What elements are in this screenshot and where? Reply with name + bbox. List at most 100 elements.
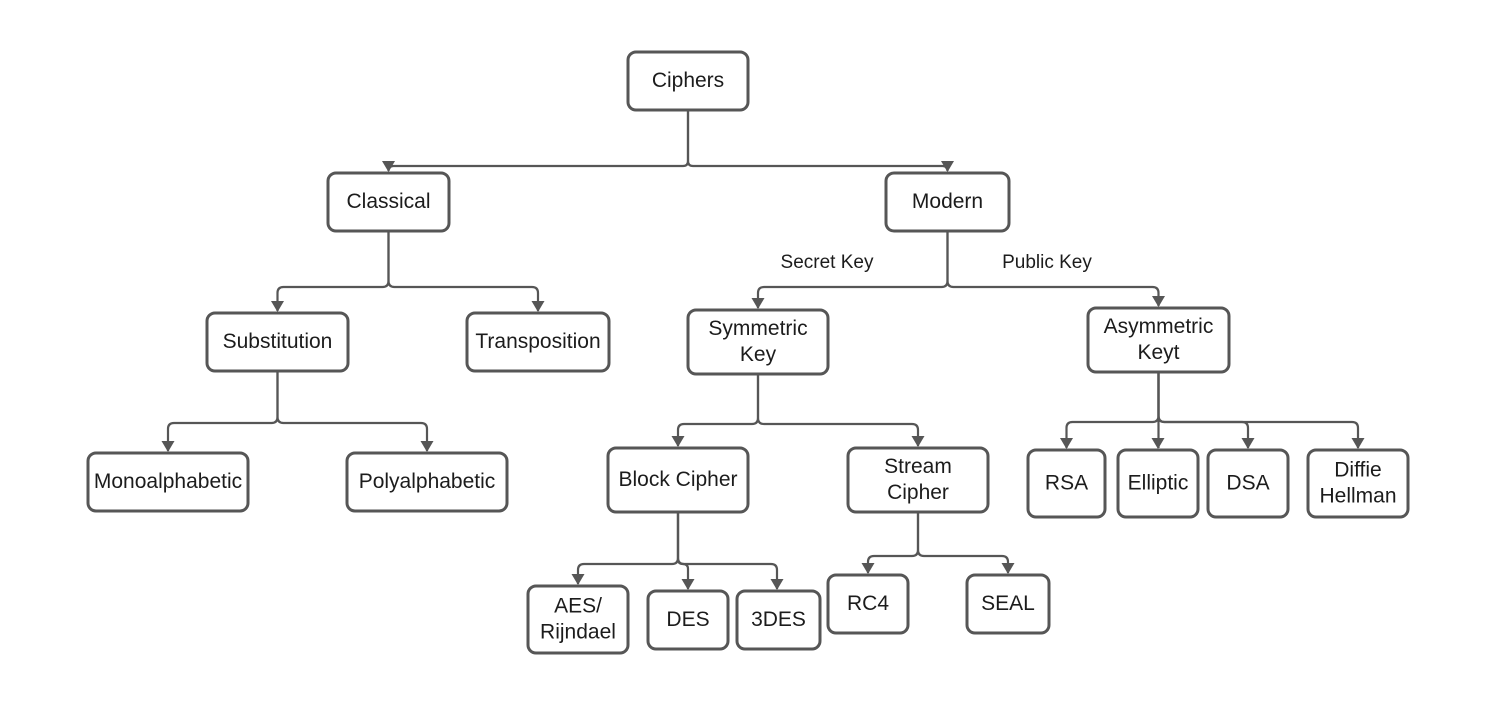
arrow-head-asymmetric-rsa bbox=[1060, 438, 1073, 449]
node-box-3des bbox=[735, 589, 822, 651]
arrow-head-modern-asymmetric-key bbox=[1152, 296, 1165, 307]
edge-line-asymmetric-diffie-hellman bbox=[1157, 372, 1360, 448]
edge-line-block-des bbox=[676, 512, 690, 589]
node-box-transposition bbox=[465, 311, 611, 373]
edge-line-ciphers-modern bbox=[686, 110, 949, 172]
edge-modern-asymmetric-key bbox=[946, 231, 1165, 307]
edge-block-aes-rijndael bbox=[571, 512, 680, 585]
node-monoalphabetic[interactable]: Monoalphabetic bbox=[86, 451, 250, 513]
edge-block-des bbox=[676, 512, 695, 590]
node-block-cipher[interactable]: Block Cipher bbox=[606, 446, 750, 514]
edge-label-public-key: Public Key bbox=[1002, 252, 1092, 273]
node-label-elliptic: Elliptic bbox=[1128, 471, 1189, 494]
edge-line-substitution-monoalphabetic bbox=[166, 371, 279, 451]
edge-symmetric-stream-cipher bbox=[756, 374, 925, 447]
node-dsa[interactable]: DSA bbox=[1206, 448, 1290, 519]
edge-line-classical-transposition bbox=[387, 231, 540, 311]
node-label-modern: Modern bbox=[912, 190, 983, 213]
edge-layer bbox=[161, 110, 1365, 590]
node-rc4[interactable]: RC4 bbox=[826, 573, 910, 635]
node-box-modern bbox=[884, 171, 1011, 233]
edge-ciphers-classical bbox=[382, 110, 690, 172]
edge-line-classical-substitution bbox=[276, 231, 390, 311]
node-label-aes-rijndael: AES/Rijndael bbox=[540, 594, 616, 643]
node-transposition[interactable]: Transposition bbox=[465, 311, 611, 373]
arrow-head-classical-substitution bbox=[271, 301, 284, 312]
arrow-head-asymmetric-diffie-hellman bbox=[1351, 438, 1365, 449]
node-label-polyalphabetic: Polyalphabetic bbox=[359, 470, 496, 493]
edge-line-stream-seal bbox=[916, 512, 1010, 573]
edge-classical-transposition bbox=[387, 231, 545, 312]
edge-ciphers-modern bbox=[686, 110, 954, 172]
node-substitution[interactable]: Substitution bbox=[205, 311, 350, 373]
edge-line-substitution-polyalphabetic bbox=[276, 371, 429, 451]
node-modern[interactable]: Modern bbox=[884, 171, 1011, 233]
node-ciphers[interactable]: Ciphers bbox=[626, 50, 750, 112]
edge-line-ciphers-classical bbox=[387, 110, 690, 172]
node-elliptic[interactable]: Elliptic bbox=[1116, 448, 1200, 519]
node-label-transposition: Transposition bbox=[475, 330, 600, 353]
edge-line-stream-rc4 bbox=[866, 512, 920, 573]
node-des[interactable]: DES bbox=[646, 589, 730, 651]
node-box-elliptic bbox=[1116, 448, 1200, 519]
node-box-rsa bbox=[1026, 448, 1107, 519]
arrow-head-block-3des bbox=[770, 579, 784, 590]
edge-label-secret-key: Secret Key bbox=[781, 252, 874, 273]
node-rsa[interactable]: RSA bbox=[1026, 448, 1107, 519]
node-box-monoalphabetic bbox=[86, 451, 250, 513]
node-polyalphabetic[interactable]: Polyalphabetic bbox=[345, 451, 509, 513]
node-box-aes-rijndael bbox=[526, 584, 630, 655]
node-box-des bbox=[646, 589, 730, 651]
node-box-stream-cipher bbox=[846, 446, 990, 514]
node-label-rsa: RSA bbox=[1045, 471, 1088, 494]
node-classical[interactable]: Classical bbox=[326, 171, 451, 233]
edge-asymmetric-rsa bbox=[1060, 372, 1160, 449]
node-box-polyalphabetic bbox=[345, 451, 509, 513]
edge-line-asymmetric-dsa bbox=[1157, 372, 1250, 448]
edge-symmetric-block-cipher bbox=[671, 374, 760, 447]
edge-substitution-polyalphabetic bbox=[276, 371, 434, 452]
node-label-ciphers: Ciphers bbox=[652, 69, 724, 92]
arrow-head-modern-symmetric-key bbox=[751, 298, 765, 309]
arrow-head-block-des bbox=[681, 579, 695, 590]
edge-asymmetric-diffie-hellman bbox=[1157, 372, 1365, 449]
node-box-diffie-hellman bbox=[1306, 448, 1410, 519]
arrow-head-block-aes-rijndael bbox=[571, 574, 585, 585]
edge-stream-seal bbox=[916, 512, 1015, 574]
arrow-head-ciphers-classical bbox=[382, 161, 395, 172]
arrow-head-classical-transposition bbox=[531, 301, 545, 312]
node-box-symmetric-key bbox=[686, 308, 830, 376]
node-label-des: DES bbox=[666, 608, 709, 631]
node-label-monoalphabetic: Monoalphabetic bbox=[94, 470, 242, 493]
node-3des[interactable]: 3DES bbox=[735, 589, 822, 651]
node-label-seal: SEAL bbox=[981, 592, 1035, 615]
edge-block-3des bbox=[676, 512, 784, 590]
node-label-rc4: RC4 bbox=[847, 592, 889, 615]
node-label-substitution: Substitution bbox=[223, 330, 333, 353]
edge-line-modern-asymmetric-key bbox=[946, 231, 1160, 306]
arrow-head-stream-seal bbox=[1001, 563, 1015, 574]
node-label-3des: 3DES bbox=[751, 608, 806, 631]
arrow-head-symmetric-stream-cipher bbox=[911, 436, 925, 447]
arrow-head-substitution-polyalphabetic bbox=[420, 441, 434, 452]
arrow-head-symmetric-block-cipher bbox=[671, 436, 685, 447]
node-box-block-cipher bbox=[606, 446, 750, 514]
edge-line-symmetric-stream-cipher bbox=[756, 374, 920, 446]
node-box-rc4 bbox=[826, 573, 910, 635]
edge-line-asymmetric-rsa bbox=[1065, 372, 1160, 448]
node-seal[interactable]: SEAL bbox=[965, 573, 1051, 635]
edge-classical-substitution bbox=[271, 231, 390, 312]
node-aes-rijndael[interactable]: AES/Rijndael bbox=[526, 584, 630, 655]
edge-line-block-aes-rijndael bbox=[576, 512, 680, 584]
